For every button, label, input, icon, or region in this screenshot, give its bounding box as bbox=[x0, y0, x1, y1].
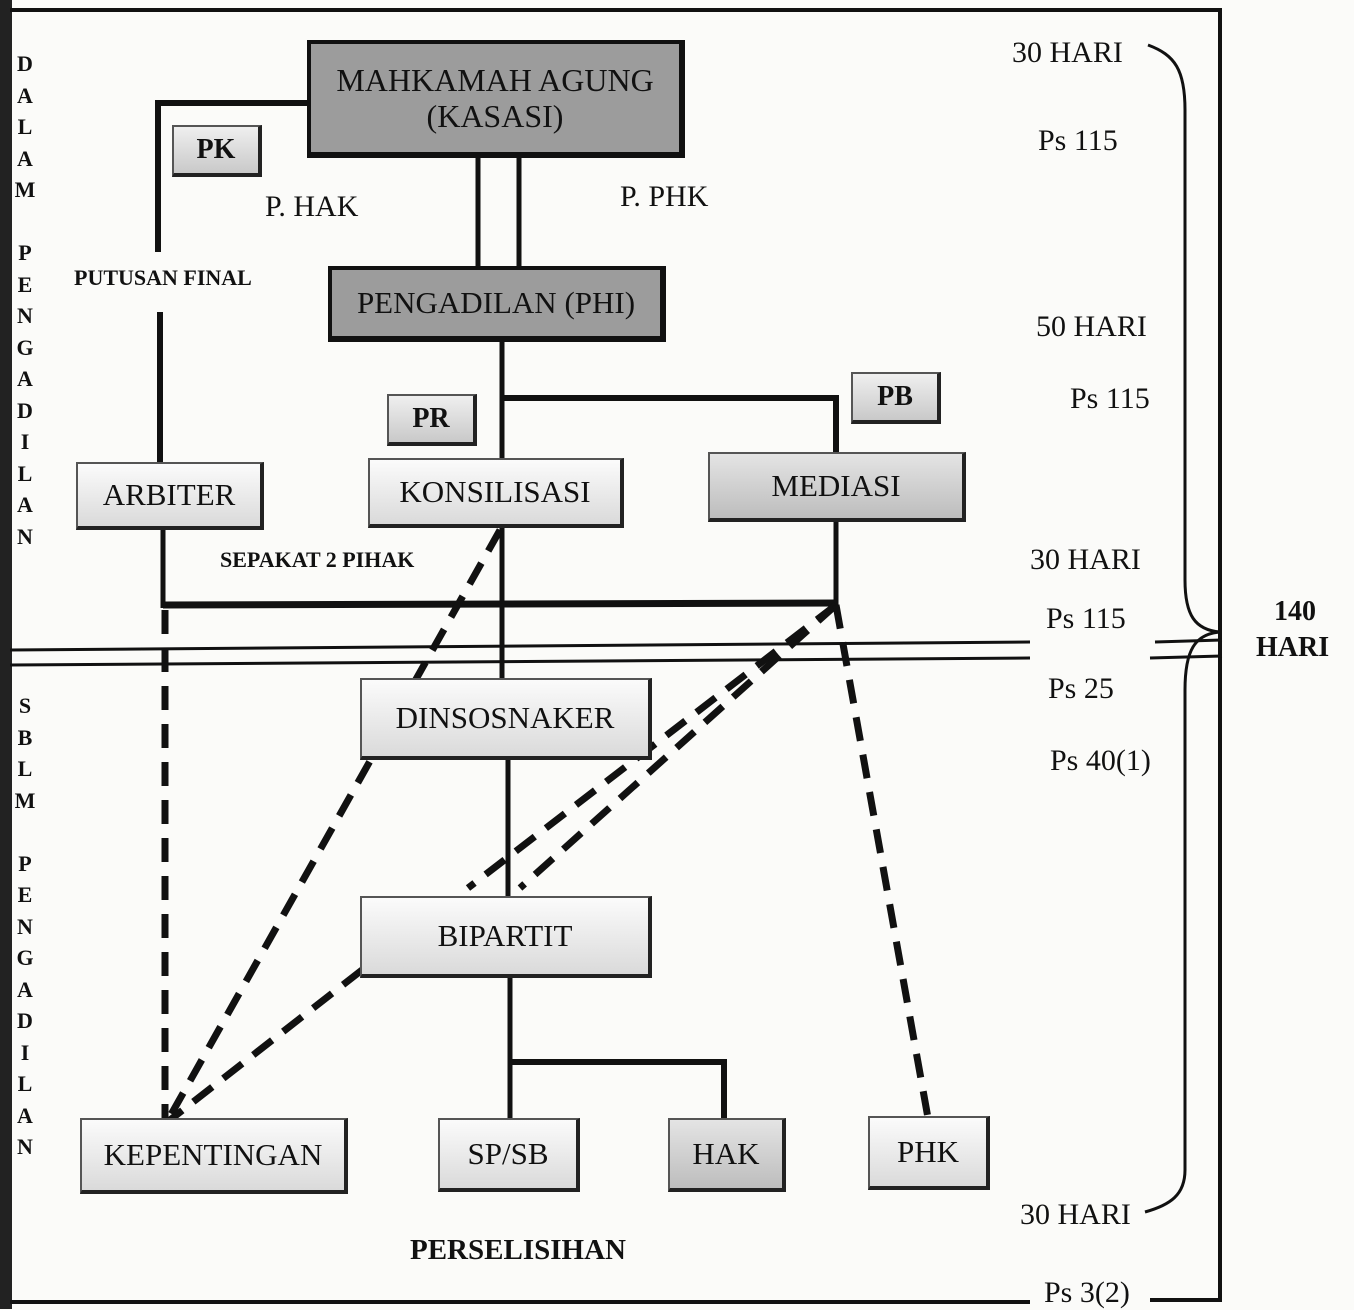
separator-1 bbox=[9, 640, 1031, 652]
side-letter: L bbox=[17, 114, 33, 139]
hak-box: HAK bbox=[668, 1118, 786, 1192]
side-letter: E bbox=[17, 271, 33, 297]
dash-mediasi-phk bbox=[832, 604, 932, 1119]
side-letter: L bbox=[17, 460, 33, 486]
separator-right-1 bbox=[1154, 638, 1223, 644]
phi-mediasi-line bbox=[502, 395, 839, 452]
dinsosnaker-box: DINSOSNAKER bbox=[360, 678, 652, 760]
side-letter: N bbox=[17, 303, 33, 328]
mahkamah-agung-box: MAHKAMAH AGUNG (KASASI) bbox=[307, 40, 685, 158]
side-letter: M bbox=[14, 787, 36, 813]
label-p-hak: P. HAK bbox=[265, 190, 359, 223]
side-letter: P bbox=[18, 850, 32, 876]
side-letter: G bbox=[16, 334, 34, 360]
label-sepakat-2-pihak: SEPAKAT 2 PIHAK bbox=[220, 547, 415, 572]
kepentingan-box: KEPENTINGAN bbox=[80, 1118, 348, 1194]
side-letter: I bbox=[20, 429, 30, 454]
side-letter: E bbox=[17, 882, 33, 907]
pengadilan-box: PENGADILAN (PHI) bbox=[328, 266, 666, 342]
side-letter: A bbox=[17, 366, 33, 391]
label-p-phk: P. PHK bbox=[620, 180, 709, 213]
pk-box: PK bbox=[172, 125, 262, 177]
side-letter: D bbox=[17, 397, 33, 423]
side-letter: B bbox=[17, 724, 33, 750]
ma-left-line bbox=[155, 100, 310, 252]
note-30-hari-2: 30 HARI bbox=[1030, 543, 1141, 576]
bipartit-box: BIPARTIT bbox=[360, 896, 652, 978]
side-letter bbox=[12, 206, 38, 238]
side-letter: N bbox=[17, 523, 33, 549]
note-ps40: Ps 40(1) bbox=[1050, 744, 1151, 777]
arbiter-box: ARBITER bbox=[76, 462, 264, 530]
side-letter: P bbox=[18, 240, 32, 265]
dash-mediasi-bipartit-2 bbox=[517, 602, 839, 891]
note-ps115-1: Ps 115 bbox=[1038, 124, 1118, 157]
mahkamah-agung-subtitle: (KASASI) bbox=[426, 98, 564, 134]
note-30-hari-3: 30 HARI bbox=[1020, 1198, 1131, 1231]
pr-box: PR bbox=[387, 394, 477, 446]
side-letter: A bbox=[17, 82, 33, 108]
side-letter: D bbox=[17, 51, 33, 76]
side-letter: L bbox=[17, 1071, 33, 1096]
spsb-hak-line bbox=[510, 1059, 727, 1118]
side-letter: M bbox=[14, 177, 36, 202]
spsb-box: SP/SB bbox=[438, 1118, 580, 1192]
total-days-unit: HARI bbox=[1256, 632, 1330, 663]
side-letter: I bbox=[20, 1039, 30, 1065]
side-letter: S bbox=[18, 693, 32, 718]
dash-bipartit-kepentingan bbox=[167, 967, 365, 1123]
note-ps25: Ps 25 bbox=[1048, 672, 1114, 705]
side-letter: G bbox=[16, 945, 34, 970]
side-letter: L bbox=[17, 756, 33, 781]
separator-2 bbox=[9, 656, 1031, 667]
phk-box: PHK bbox=[868, 1116, 990, 1190]
note-ps3-2: Ps 3(2) bbox=[1044, 1276, 1130, 1309]
pb-box: PB bbox=[851, 372, 941, 424]
mahkamah-agung-title: MAHKAMAH AGUNG bbox=[336, 62, 654, 98]
side-letter: N bbox=[17, 1134, 33, 1159]
left-edge bbox=[0, 0, 12, 1309]
side-letter: A bbox=[17, 492, 33, 517]
note-ps115-3: Ps 115 bbox=[1046, 602, 1126, 635]
side-letter: A bbox=[17, 1102, 33, 1128]
side-letter: A bbox=[17, 145, 33, 171]
note-50-hari: 50 HARI bbox=[1036, 310, 1147, 343]
note-30-hari-1: 30 HARI bbox=[1012, 36, 1123, 69]
konsilisasi-box: KONSILISASI bbox=[368, 458, 624, 528]
label-putusan-final: PUTUSAN FINAL bbox=[74, 265, 252, 290]
note-ps115-2: Ps 115 bbox=[1070, 382, 1150, 415]
side-letter: A bbox=[17, 976, 33, 1002]
mediasi-box: MEDIASI bbox=[708, 452, 966, 522]
label-perselisihan: PERSELISIHAN bbox=[410, 1234, 626, 1266]
dash-konsilisasi-kepentingan bbox=[164, 528, 504, 1122]
dash-mediasi-bipartit-1 bbox=[465, 602, 839, 891]
side-letter: D bbox=[17, 1008, 33, 1033]
side-letter: N bbox=[17, 913, 33, 939]
duration-brace bbox=[1144, 43, 1221, 1214]
total-days-number: 140 bbox=[1274, 596, 1316, 627]
separator-right-2 bbox=[1149, 654, 1223, 660]
side-letter bbox=[12, 816, 38, 848]
